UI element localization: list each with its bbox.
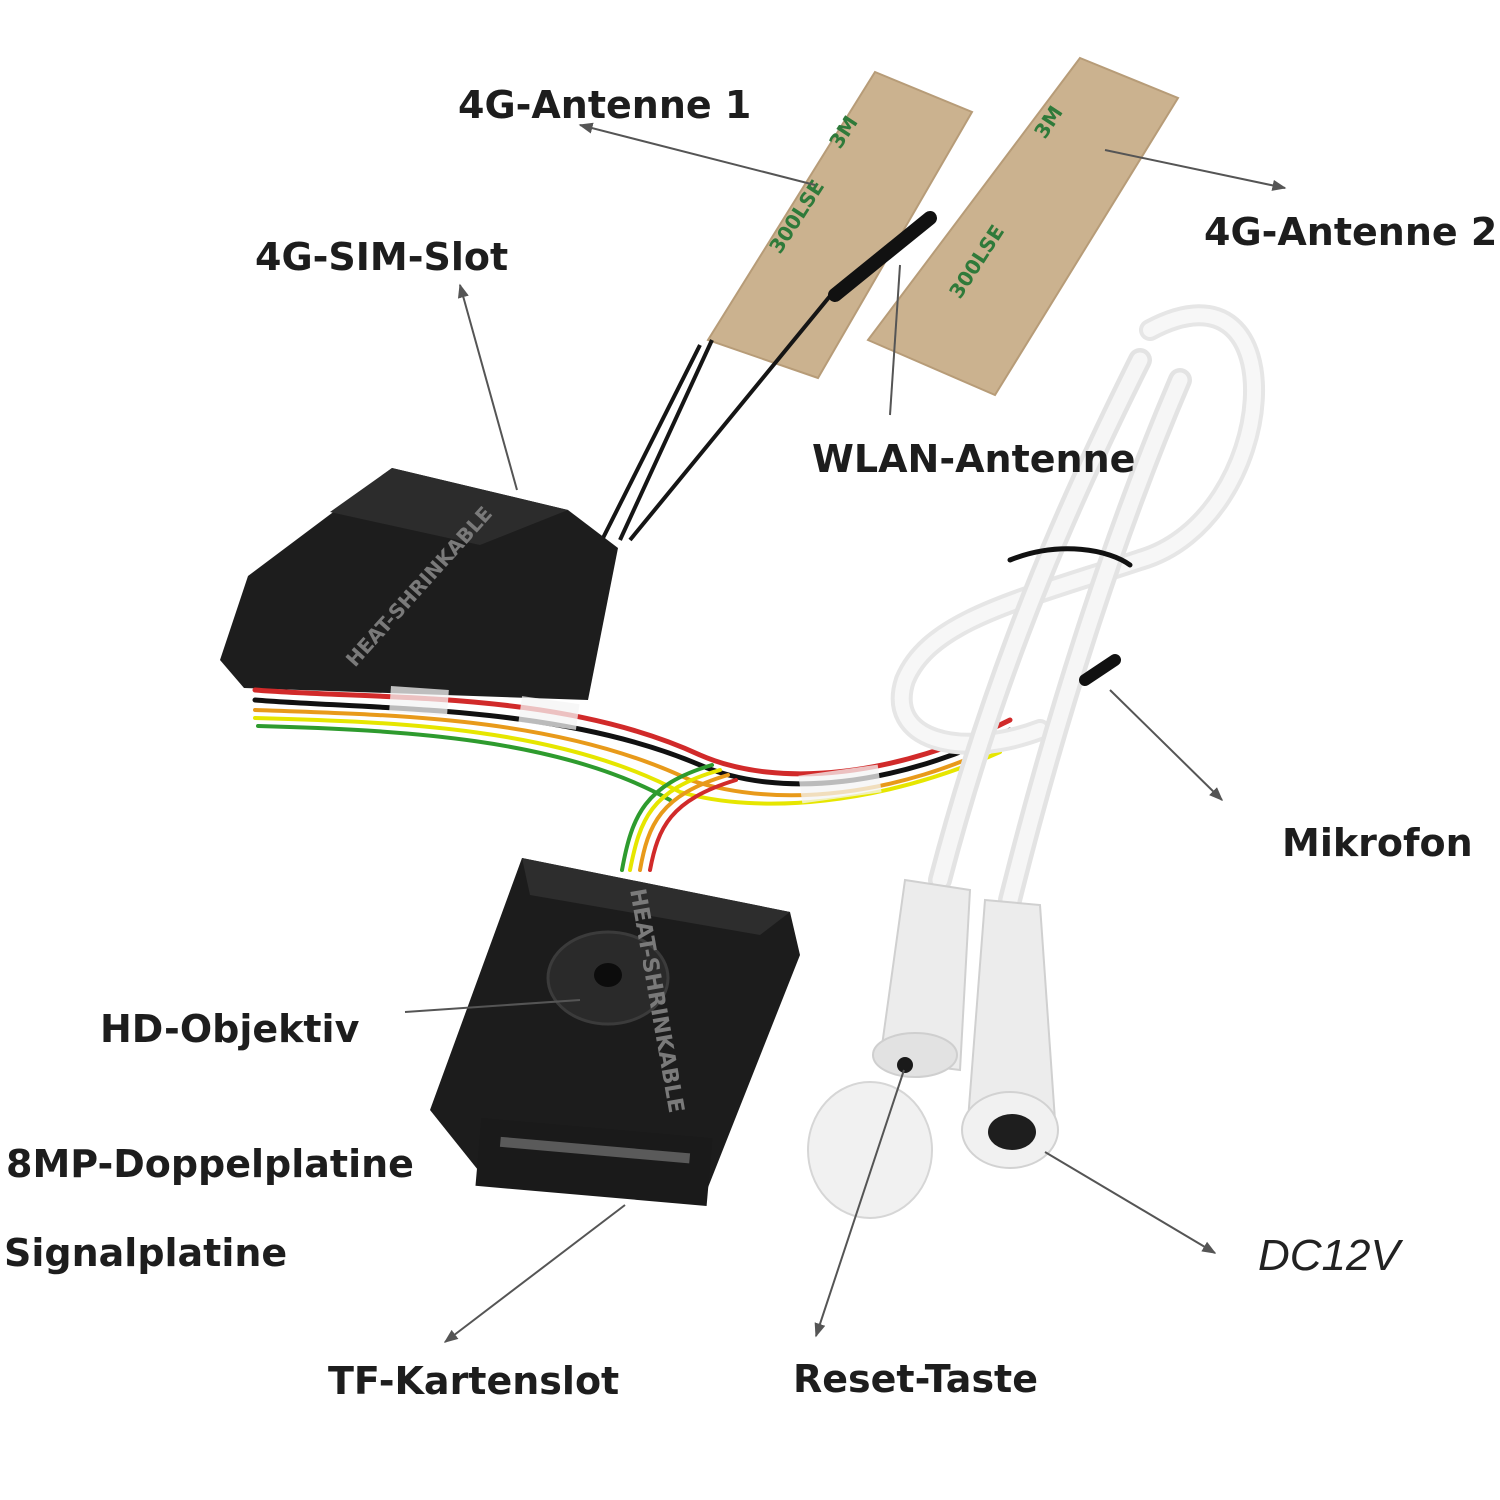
label-dc12v: DC12V bbox=[1258, 1231, 1400, 1280]
camera-lens bbox=[594, 963, 622, 987]
wire-harness bbox=[252, 686, 1013, 872]
label-8mp-board: 8MP-Doppelplatine bbox=[6, 1142, 414, 1186]
camera-module: HEAT-SHRINKABLE bbox=[430, 858, 800, 1206]
label-microphone: Mikrofon bbox=[1282, 821, 1473, 865]
white-cables bbox=[890, 304, 1266, 912]
leader-lines bbox=[404, 122, 1287, 1343]
antenna-cable bbox=[618, 339, 714, 541]
label-4g-antenna-1: 4G-Antenne 1 bbox=[458, 83, 752, 127]
wlan-antenna-sleeve bbox=[828, 211, 937, 302]
label-reset-button: Reset-Taste bbox=[793, 1357, 1038, 1401]
leader-sim bbox=[457, 283, 518, 491]
reset-button bbox=[897, 1057, 913, 1073]
label-wlan-antenna: WLAN-Antenne bbox=[812, 437, 1136, 481]
leader-tf bbox=[443, 1204, 626, 1343]
label-tf-card-slot: TF-Kartenslot bbox=[328, 1359, 620, 1403]
power-connector bbox=[961, 898, 1059, 1169]
leader-antenna2 bbox=[1104, 149, 1287, 191]
antenna-cable bbox=[600, 344, 702, 541]
leader-lens bbox=[404, 999, 581, 1013]
label-signal-board: Signalplatine bbox=[4, 1231, 288, 1275]
sim-module: HEAT-SHRINKABLE bbox=[220, 468, 618, 700]
leader-antenna1 bbox=[578, 122, 816, 186]
network-connector bbox=[807, 878, 972, 1219]
label-hd-lens: HD-Objektiv bbox=[100, 1007, 360, 1051]
leader-dc bbox=[1044, 1151, 1217, 1254]
dc-socket bbox=[988, 1114, 1036, 1150]
label-sim-slot: 4G-SIM-Slot bbox=[255, 235, 509, 279]
leader-wlan bbox=[889, 264, 901, 416]
leader-microphone bbox=[1109, 689, 1223, 801]
microphone-element bbox=[1079, 654, 1121, 686]
leader-reset bbox=[814, 1069, 905, 1338]
label-4g-antenna-2: 4G-Antenne 2 bbox=[1204, 210, 1498, 254]
